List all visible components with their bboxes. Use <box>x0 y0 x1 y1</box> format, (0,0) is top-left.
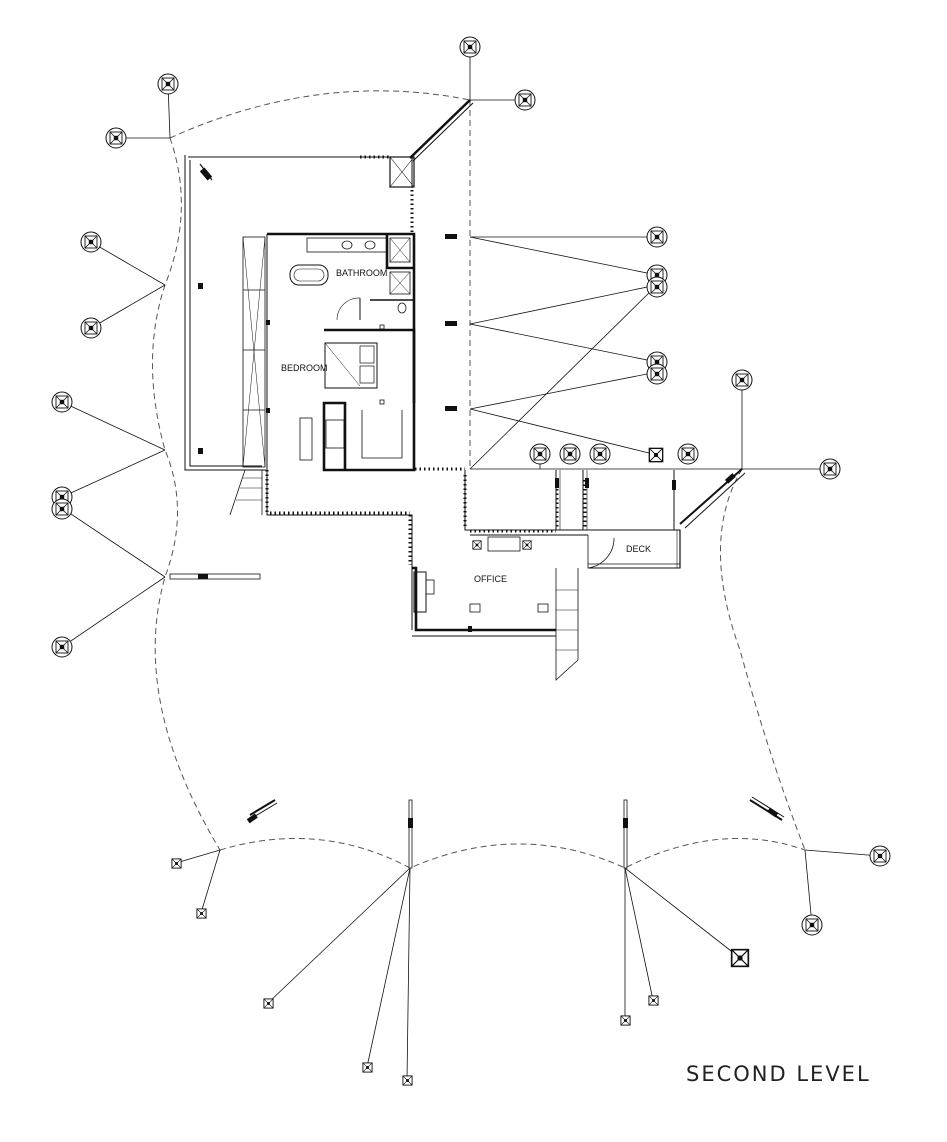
fixture-icon <box>730 948 750 968</box>
anchor-icon <box>459 36 481 58</box>
anchor-icon <box>589 443 611 465</box>
fixture-icon <box>522 540 532 550</box>
anchor-icon <box>80 231 102 253</box>
canopy-outline <box>152 90 806 869</box>
railing-hatches <box>265 155 587 565</box>
anchor-icon <box>646 276 668 298</box>
anchor-icon <box>80 317 102 339</box>
fixture-icon <box>263 998 274 1009</box>
fixture-icon <box>196 908 207 919</box>
anchor-icon <box>51 636 73 658</box>
anchor-icon <box>514 89 536 111</box>
anchor-icon <box>105 127 127 149</box>
anchor-icon <box>819 458 841 480</box>
anchor-icon <box>157 73 179 95</box>
anchor-icon <box>529 443 551 465</box>
building-walls <box>184 155 681 681</box>
mast-posts <box>169 99 785 869</box>
door-markers <box>266 320 472 632</box>
anchor-icon <box>559 443 581 465</box>
anchor-icon <box>646 226 668 248</box>
fixture-icon <box>472 540 482 550</box>
fixture-icon <box>648 447 664 463</box>
fixture-icon <box>620 1015 631 1026</box>
fixture-icon <box>362 1062 373 1073</box>
fixture-points <box>171 447 750 1086</box>
room-label-office: OFFICE <box>474 574 507 584</box>
anchor-icon <box>869 845 891 867</box>
fixture-icon <box>171 858 182 869</box>
room-label-bathroom: BATHROOM <box>336 268 387 278</box>
fixture-icon <box>648 995 659 1006</box>
room-label-deck: DECK <box>626 544 651 554</box>
anchor-icon <box>51 391 73 413</box>
anchor-icon <box>51 498 73 520</box>
anchor-icon <box>801 914 823 936</box>
post-caps <box>198 167 779 828</box>
anchor-points <box>51 36 891 936</box>
guy-lines <box>61 47 881 1081</box>
plan-title: SECOND LEVEL <box>686 1062 871 1086</box>
room-label-bedroom: BEDROOM <box>281 363 328 373</box>
anchor-icon <box>646 363 668 385</box>
anchor-icon <box>677 443 699 465</box>
anchor-icon <box>731 369 753 391</box>
fixture-icon <box>402 1075 413 1086</box>
